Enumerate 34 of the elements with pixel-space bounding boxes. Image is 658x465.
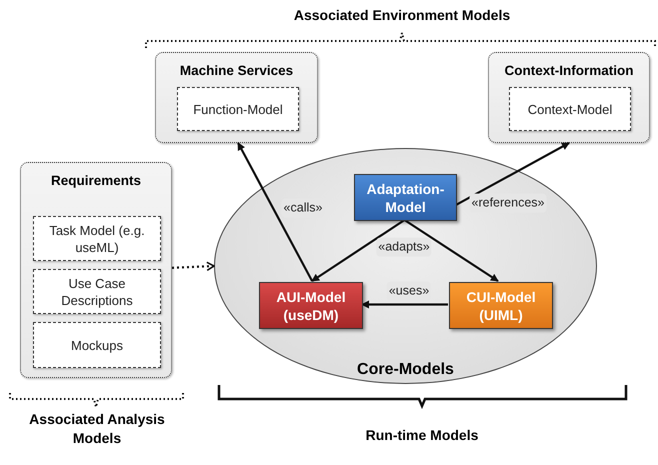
group-panel bbox=[488, 52, 650, 143]
box-text: Mockups bbox=[70, 336, 124, 354]
arrow bbox=[237, 142, 314, 282]
model-box bbox=[33, 216, 161, 261]
box-text: Adaptation-Model bbox=[366, 180, 446, 216]
box-text: AUI-Model (useDM) bbox=[275, 288, 347, 324]
model-box bbox=[449, 282, 553, 329]
edge-label: «references» bbox=[470, 194, 546, 212]
box-text: Function-Model bbox=[193, 100, 283, 118]
model-box bbox=[33, 269, 161, 314]
dotted-arrow bbox=[172, 262, 215, 272]
model-box bbox=[33, 322, 161, 368]
model-box bbox=[259, 282, 363, 329]
model-box bbox=[509, 87, 631, 131]
arrow bbox=[404, 219, 499, 282]
group-caption: Associated Environment Models bbox=[292, 6, 512, 25]
group-caption: Run-time Models bbox=[364, 426, 480, 445]
group-caption: Associated Analysis Models bbox=[28, 410, 166, 448]
group-heading: Machine Services bbox=[180, 62, 294, 80]
group-heading: Requirements bbox=[50, 172, 142, 190]
edge-label: «adapts» bbox=[376, 238, 432, 256]
box-text: Use Case Descriptions bbox=[60, 274, 134, 308]
ellipse-heading: Core-Models bbox=[357, 360, 454, 380]
model-box bbox=[177, 87, 299, 131]
box-text: Task Model (e.g. useML) bbox=[48, 222, 146, 256]
group-heading: Context-Information bbox=[504, 62, 634, 80]
arrow bbox=[455, 142, 570, 206]
group-panel bbox=[155, 52, 318, 143]
group-panel bbox=[20, 162, 172, 378]
box-text: Context-Model bbox=[528, 100, 612, 118]
arrow bbox=[361, 300, 448, 308]
model-box bbox=[354, 174, 457, 221]
box-text: CUI-Model (UIML) bbox=[465, 288, 537, 324]
arrow bbox=[311, 219, 406, 282]
